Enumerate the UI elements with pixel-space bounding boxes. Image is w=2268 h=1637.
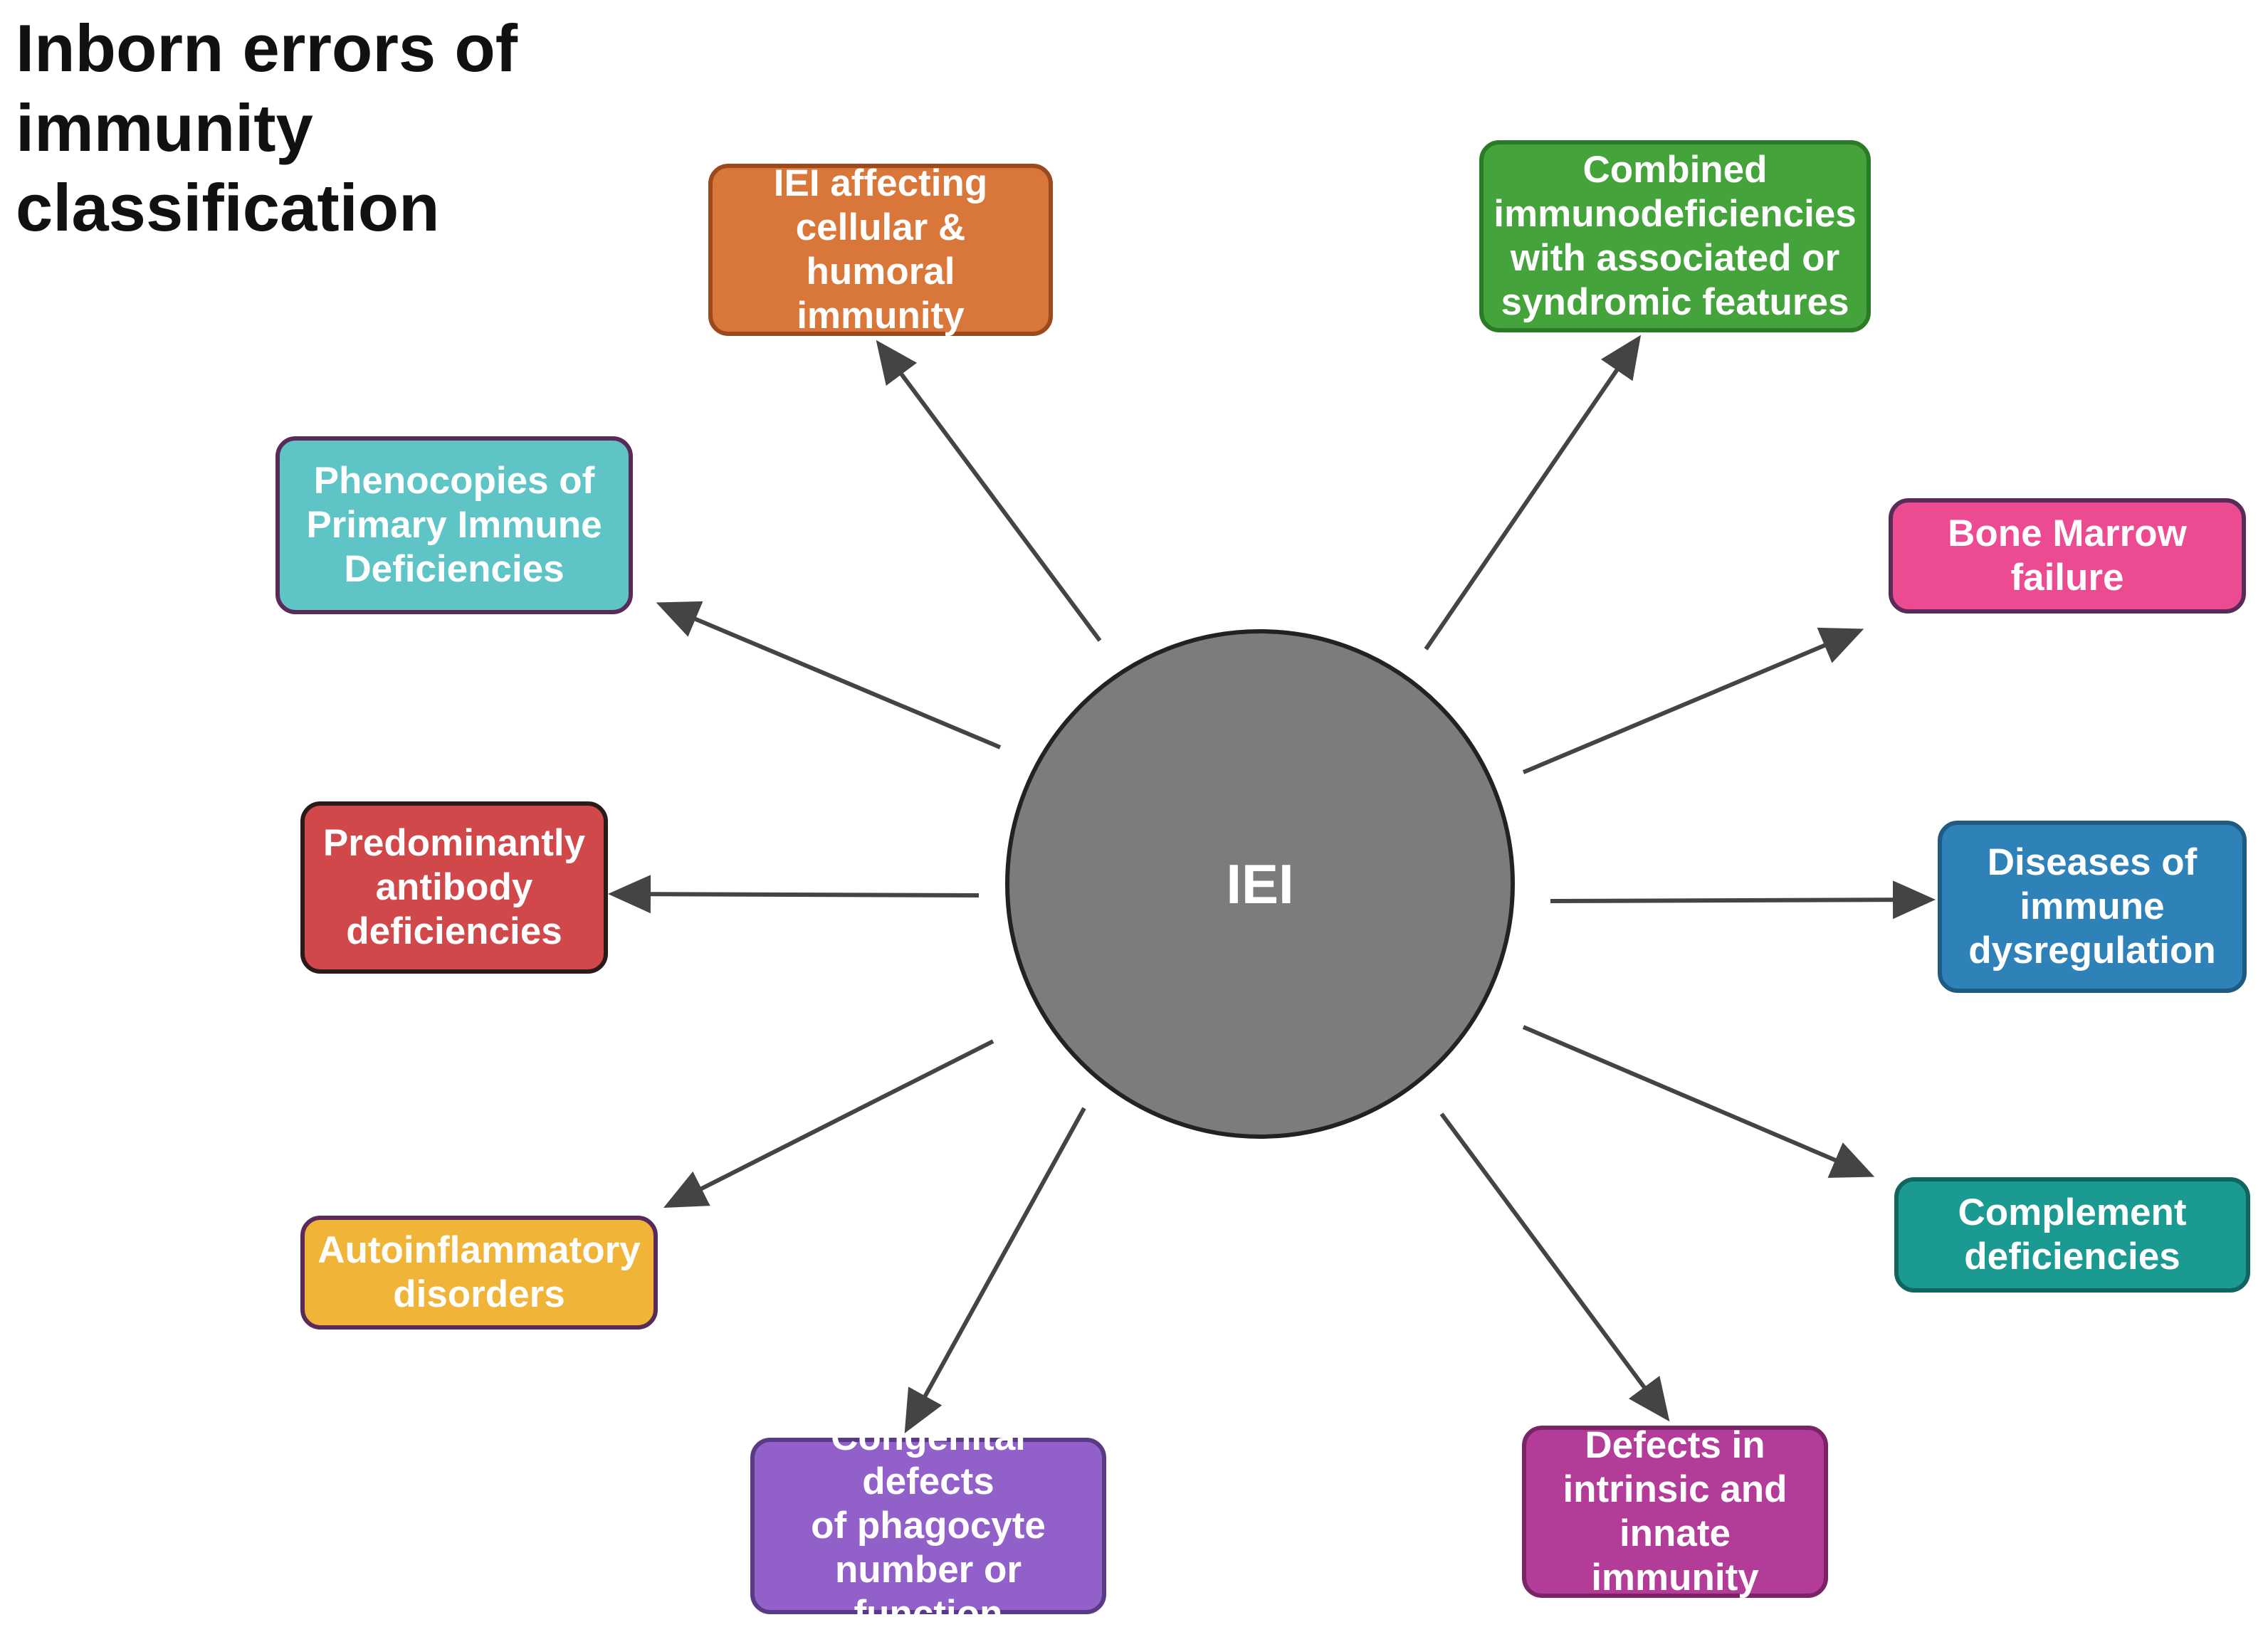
category-line: Predominantly [322, 822, 586, 864]
arrow-to-phenocopies [656, 601, 1002, 749]
category-intrinsic-innate: Defects in intrinsic and innate immunity [1522, 1424, 1828, 1599]
category-cellular-humoral: IEI affecting cellular & humoral immunit… [708, 162, 1053, 337]
hub-label: IEI [1226, 852, 1294, 915]
category-line: Autoinflammatory [317, 1229, 641, 1271]
category-line: Defects in [1585, 1424, 1765, 1466]
arrow-to-immune-dysregulation [1550, 880, 1936, 920]
title-line-2: immunity [16, 90, 313, 165]
category-line: deficiencies [346, 910, 562, 952]
category-line: IEI affecting [773, 162, 988, 204]
category-line: number or function [834, 1549, 1022, 1635]
category-line: Deficiencies [344, 548, 565, 590]
arrow-to-complement [1522, 1025, 1875, 1178]
category-line: Bone Marrow [1948, 512, 2187, 554]
category-antibody: Predominantly antibody deficiencies [300, 801, 608, 974]
category-line: Primary Immune [306, 504, 602, 546]
category-phagocyte: Congenital defects of phagocyte number o… [750, 1416, 1106, 1635]
category-combined-syndromic: Combined immunodeficiencies with associa… [1479, 140, 1871, 332]
category-line: of phagocyte [811, 1505, 1046, 1547]
arrow-to-phagocyte [904, 1107, 1086, 1433]
category-line: humoral immunity [797, 251, 965, 337]
category-line: dysregulation [1968, 930, 2216, 972]
arrow-to-combined-syndromic [1424, 335, 1642, 651]
category-line: disorders [393, 1273, 565, 1315]
category-bone-marrow-failure: Bone Marrow failure [1889, 498, 2246, 614]
title-line-1: Inborn errors of [16, 11, 518, 85]
title-line-3: classification [16, 170, 440, 245]
arrow-to-bone-marrow-failure [1522, 627, 1864, 774]
category-line: Congenital defects [831, 1416, 1026, 1502]
category-line: cellular & [795, 206, 966, 248]
iei-hub-circle: IEI [1005, 629, 1515, 1139]
arrow-to-antibody [608, 875, 980, 914]
category-phenocopies: Phenocopies of Primary Immune Deficienci… [275, 436, 633, 614]
category-autoinflammatory: Autoinflammatory disorders [300, 1216, 658, 1330]
category-line: failure [2010, 557, 2124, 599]
category-line: with associated or [1510, 237, 1840, 279]
arrow-to-autoinflammatory [663, 1039, 994, 1209]
category-line: intrinsic and [1563, 1468, 1787, 1510]
category-line: Combined [1582, 149, 1768, 191]
category-immune-dysregulation: Diseases of immune dysregulation [1938, 821, 2247, 993]
category-line: Diseases of [1987, 841, 2198, 883]
category-line: deficiencies [1964, 1236, 2180, 1278]
category-complement: Complement deficiencies [1894, 1177, 2250, 1293]
diagram-title: Inborn errors of immunity classification [16, 9, 656, 248]
arrow-to-intrinsic-innate [1439, 1112, 1670, 1422]
category-line: syndromic features [1501, 281, 1849, 323]
category-line: Phenocopies of [313, 460, 595, 502]
arrow-to-cellular-humoral [876, 339, 1102, 642]
category-line: immune [2020, 885, 2165, 927]
category-line: Complement [1958, 1191, 2187, 1233]
category-line: immunodeficiencies [1493, 193, 1857, 235]
category-line: innate immunity [1591, 1512, 1759, 1599]
category-line: antibody [375, 866, 533, 908]
